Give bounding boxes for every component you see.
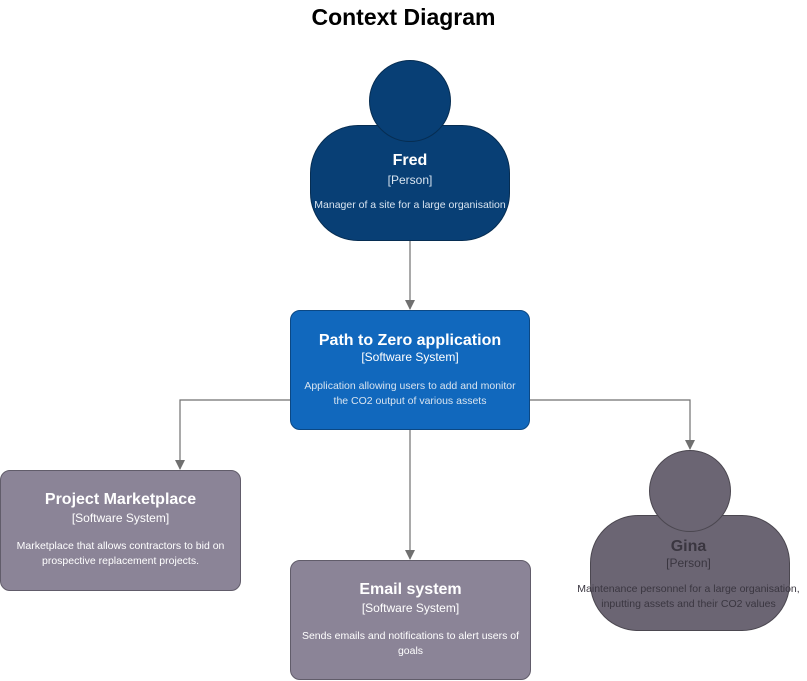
person-gina-head (649, 450, 731, 532)
person-fred-name: Fred (392, 152, 428, 169)
person-fred-description: Manager of a site for a large organisati… (314, 199, 506, 211)
diagram-title: Context Diagram (311, 4, 496, 30)
person-fred-type: [Person] (387, 173, 433, 187)
person-gina-description: Maintenance personnel for a large organi… (577, 583, 800, 610)
system-path-to-zero-name: Path to Zero application (318, 332, 502, 349)
system-path-to-zero-type: [Software System] (361, 350, 459, 364)
system-path-to-zero[interactable]: Path to Zero application [Software Syste… (290, 310, 530, 430)
system-project-marketplace-type: [Software System] (71, 511, 170, 525)
system-email-description: Sends emails and notifications to alert … (301, 630, 520, 657)
person-gina-name: Gina (670, 538, 707, 555)
system-email-name: Email system (359, 581, 462, 598)
system-project-marketplace[interactable]: Project Marketplace [Software System] Ma… (0, 470, 241, 591)
system-project-marketplace-name: Project Marketplace (44, 491, 197, 508)
edge-path-to-zero-to-gina (530, 399, 695, 450)
person-gina-body (590, 515, 790, 631)
edge-path-to-zero-to-project-marketplace (175, 399, 291, 470)
person-fred-head (369, 60, 451, 142)
system-email-type: [Software System] (361, 601, 460, 615)
person-gina-type: [Person] (666, 556, 711, 570)
system-email[interactable]: Email system [Software System] Sends ema… (290, 560, 531, 680)
system-path-to-zero-description: Application allowing users to add and mo… (304, 380, 516, 407)
system-project-marketplace-description: Marketplace that allows contractors to b… (16, 540, 225, 567)
